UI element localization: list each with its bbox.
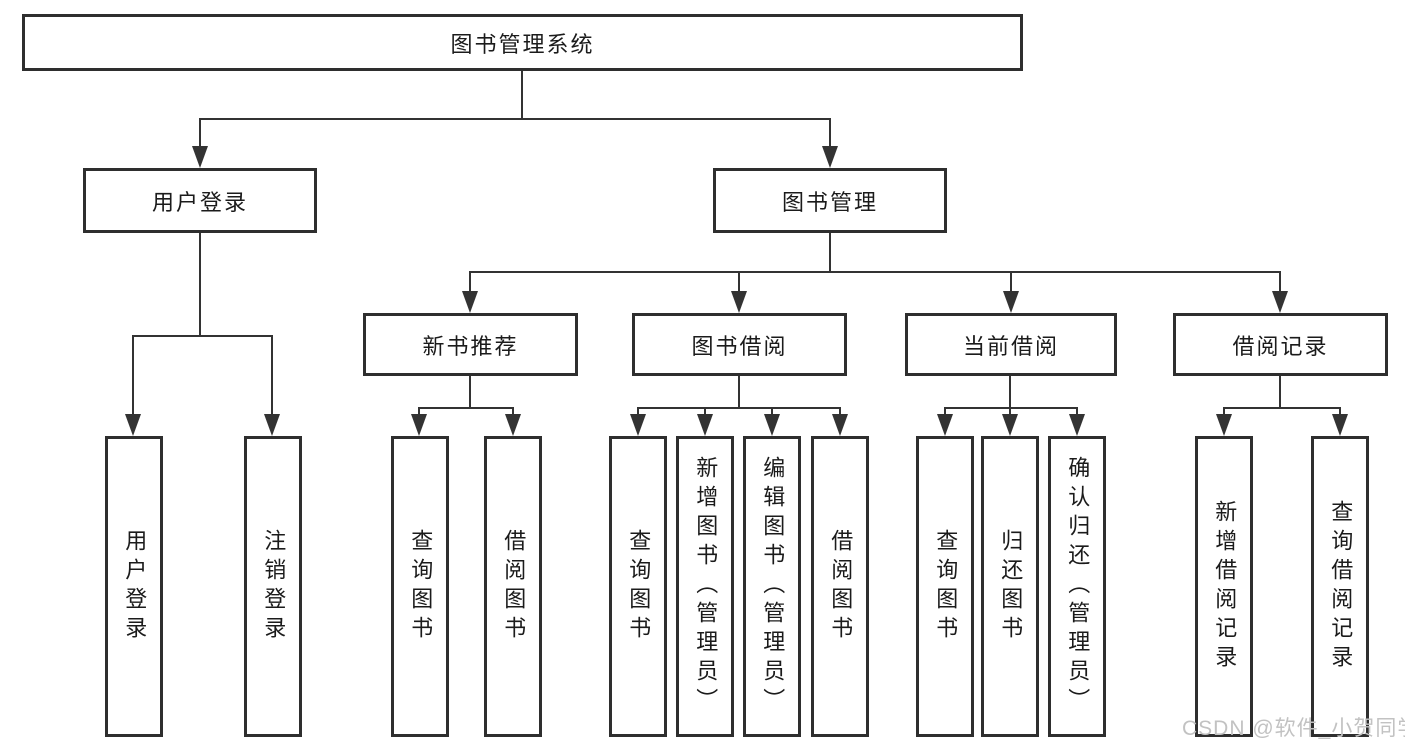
connector-user-login-stem [199,233,201,335]
leaf-record-add: 新增借阅记录 [1195,436,1253,737]
arrow-down-icon [411,414,427,436]
leaf-newbook-query-label: 查询图书 [408,528,434,645]
connector-book-borrow-stem [738,376,740,408]
connector-to-leaf-bb-edit [771,407,773,415]
arrow-down-icon [1272,291,1288,313]
arrow-down-icon [1216,414,1232,436]
connector-book-borrow-rail [637,407,841,409]
node-borrow-record: 借阅记录 [1173,313,1388,376]
arrow-down-icon [764,414,780,436]
connector-to-borrow-record [1279,271,1281,291]
node-borrow-record-label: 借阅记录 [1232,333,1329,359]
leaf-bookborrow-add: 新增图书（管理员） [676,436,734,737]
connector-borrow-record-rail [1223,407,1341,409]
connector-book-mgmt-rail [469,271,1281,273]
leaf-record-query-label: 查询借阅记录 [1328,499,1354,674]
connector-to-leaf-cb-query [944,407,946,415]
node-book-borrow-label: 图书借阅 [691,333,788,359]
arrow-down-icon [731,291,747,313]
node-root: 图书管理系统 [22,14,1023,71]
connector-to-current-borrow [1010,271,1012,291]
arrow-down-icon [505,414,521,436]
arrow-down-icon [822,146,838,168]
leaf-current-return: 归还图书 [981,436,1039,737]
arrow-down-icon [264,414,280,436]
leaf-logout-label: 注销登录 [261,528,287,645]
arrow-down-icon [832,414,848,436]
arrow-down-icon [1002,414,1018,436]
connector-to-leaf-br-query [1339,407,1341,415]
connector-root-to-user-login [199,118,201,147]
connector-to-book-borrow [738,271,740,291]
leaf-newbook-borrow-label: 借阅图书 [501,528,527,645]
connector-current-borrow-stem [1009,376,1011,408]
connector-to-leaf-bb-borrow [839,407,841,415]
arrow-down-icon [1332,414,1348,436]
arrow-down-icon [192,146,208,168]
leaf-user-login-label: 用户登录 [122,528,148,645]
connector-new-book-rec-stem [469,376,471,408]
arrow-down-icon [462,291,478,313]
connector-root-stem [521,71,523,118]
connector-root-to-book-mgmt [829,118,831,147]
node-new-book-rec: 新书推荐 [363,313,578,376]
connector-to-leaf-br-add [1223,407,1225,415]
arrow-down-icon [697,414,713,436]
connector-current-borrow-rail [944,407,1078,409]
connector-root-rail [199,118,831,120]
connector-to-leaf-user-login [132,335,134,414]
leaf-current-query-label: 查询图书 [933,528,959,645]
node-book-mgmt: 图书管理 [713,168,947,233]
leaf-current-return-label: 归还图书 [998,528,1024,645]
leaf-bookborrow-add-label: 新增图书（管理员） [693,456,719,717]
arrow-down-icon [1003,291,1019,313]
connector-to-leaf-logout [271,335,273,414]
leaf-current-confirm: 确认归还（管理员） [1048,436,1106,737]
connector-to-new-book-rec [469,271,471,291]
connector-to-leaf-nb-borrow [512,407,514,415]
leaf-record-query: 查询借阅记录 [1311,436,1369,737]
connector-new-book-rec-rail [418,407,514,409]
node-root-label: 图书管理系统 [450,31,595,57]
connector-to-leaf-nb-query [418,407,420,415]
node-user-login: 用户登录 [83,168,317,233]
node-new-book-rec-label: 新书推荐 [422,333,519,359]
leaf-bookborrow-borrow: 借阅图书 [811,436,869,737]
leaf-bookborrow-edit: 编辑图书（管理员） [743,436,801,737]
leaf-newbook-borrow: 借阅图书 [484,436,542,737]
node-book-borrow: 图书借阅 [632,313,847,376]
arrow-down-icon [937,414,953,436]
node-user-login-label: 用户登录 [151,189,248,215]
arrow-down-icon [630,414,646,436]
connector-borrow-record-stem [1279,376,1281,408]
leaf-bookborrow-borrow-label: 借阅图书 [828,528,854,645]
connector-to-leaf-bb-query [637,407,639,415]
leaf-bookborrow-edit-label: 编辑图书（管理员） [760,456,786,717]
leaf-logout: 注销登录 [244,436,302,737]
node-book-mgmt-label: 图书管理 [781,189,878,215]
arrow-down-icon [1069,414,1085,436]
arrow-down-icon [125,414,141,436]
connector-user-login-rail [132,335,273,337]
leaf-newbook-query: 查询图书 [391,436,449,737]
connector-to-leaf-cb-return [1009,407,1011,415]
node-current-borrow-label: 当前借阅 [962,333,1059,359]
leaf-user-login: 用户登录 [105,436,163,737]
connector-book-mgmt-stem [829,233,831,271]
connector-to-leaf-bb-add [704,407,706,415]
leaf-bookborrow-query-label: 查询图书 [626,528,652,645]
leaf-current-query: 查询图书 [916,436,974,737]
node-current-borrow: 当前借阅 [905,313,1117,376]
leaf-record-add-label: 新增借阅记录 [1212,499,1238,674]
leaf-bookborrow-query: 查询图书 [609,436,667,737]
watermark: CSDN @软件_小贺同学 [1182,717,1405,740]
leaf-current-confirm-label: 确认归还（管理员） [1065,456,1091,717]
connector-to-leaf-cb-confirm [1076,407,1078,415]
